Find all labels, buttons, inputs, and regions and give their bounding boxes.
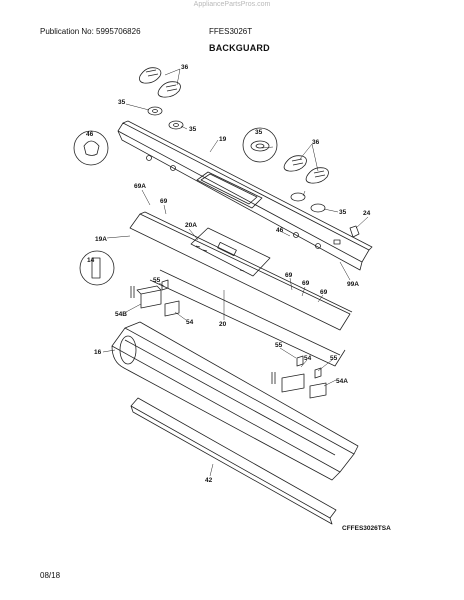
callout-35-c: 35 [339, 209, 347, 216]
callout-69-b: 69 [285, 272, 293, 279]
backguard-frame [111, 321, 359, 481]
callout-54-b: 54 [304, 355, 312, 362]
publication-number: Publication No: 5995706826 [40, 27, 141, 36]
callout-46: 46 [276, 227, 284, 234]
callout-54A: 54A [336, 378, 348, 385]
bezel-left-a [147, 106, 163, 116]
callout-42: 42 [205, 477, 213, 484]
callout-55-c: 55 [330, 355, 338, 362]
switch-54 [164, 300, 180, 317]
detail-circle-35 [242, 127, 278, 163]
callout-labels: 36 35 35 46 19 35 36 35 24 69A 69 20A 46… [86, 64, 391, 532]
callout-36-right: 36 [312, 139, 320, 146]
callout-19A: 19A [95, 236, 107, 243]
backguard-panel [117, 120, 373, 271]
callout-35-b: 35 [189, 126, 197, 133]
callout-99A: 99A [347, 281, 359, 288]
callout-36-top: 36 [181, 64, 189, 71]
callout-69-c: 69 [302, 280, 310, 287]
callout-35-detail: 35 [255, 129, 263, 136]
model-number: FFES3026T [209, 27, 253, 36]
callout-20A: 20A [185, 222, 197, 229]
detail-circle-46 [73, 130, 109, 166]
knob-left-b [157, 81, 181, 98]
site-watermark: AppliancePartsPros.com [193, 1, 271, 8]
detail-circle-14 [79, 250, 115, 286]
callout-69-d: 69 [320, 289, 328, 296]
callout-54B: 54B [115, 311, 127, 318]
knob-right-b [305, 167, 329, 184]
callout-14-detail: 14 [87, 257, 95, 264]
callout-54-a: 54 [186, 319, 194, 326]
callout-69A: 69A [134, 183, 146, 190]
callout-20: 20 [219, 321, 227, 328]
rear-bracket [130, 397, 337, 525]
knob-right-a [283, 155, 307, 172]
callout-46-detail: 46 [86, 131, 94, 138]
switch-54A [281, 373, 327, 399]
callout-19: 19 [219, 136, 227, 143]
callout-24: 24 [363, 210, 371, 217]
control-board [190, 227, 271, 277]
diagram-code: CFFES3026TSA [342, 525, 391, 532]
callout-55-b: 55 [275, 342, 283, 349]
switch-54B [136, 285, 162, 309]
knob-left-a [139, 67, 162, 84]
bezel-left-b [168, 120, 184, 130]
callout-69-a: 69 [160, 198, 168, 205]
callout-35-a: 35 [118, 99, 126, 106]
section-title: BACKGUARD [209, 43, 270, 53]
callout-55-a: 55 [153, 277, 161, 284]
callout-16: 16 [94, 349, 102, 356]
overlay-panel [129, 213, 351, 331]
footer-date: 08/18 [40, 571, 61, 580]
